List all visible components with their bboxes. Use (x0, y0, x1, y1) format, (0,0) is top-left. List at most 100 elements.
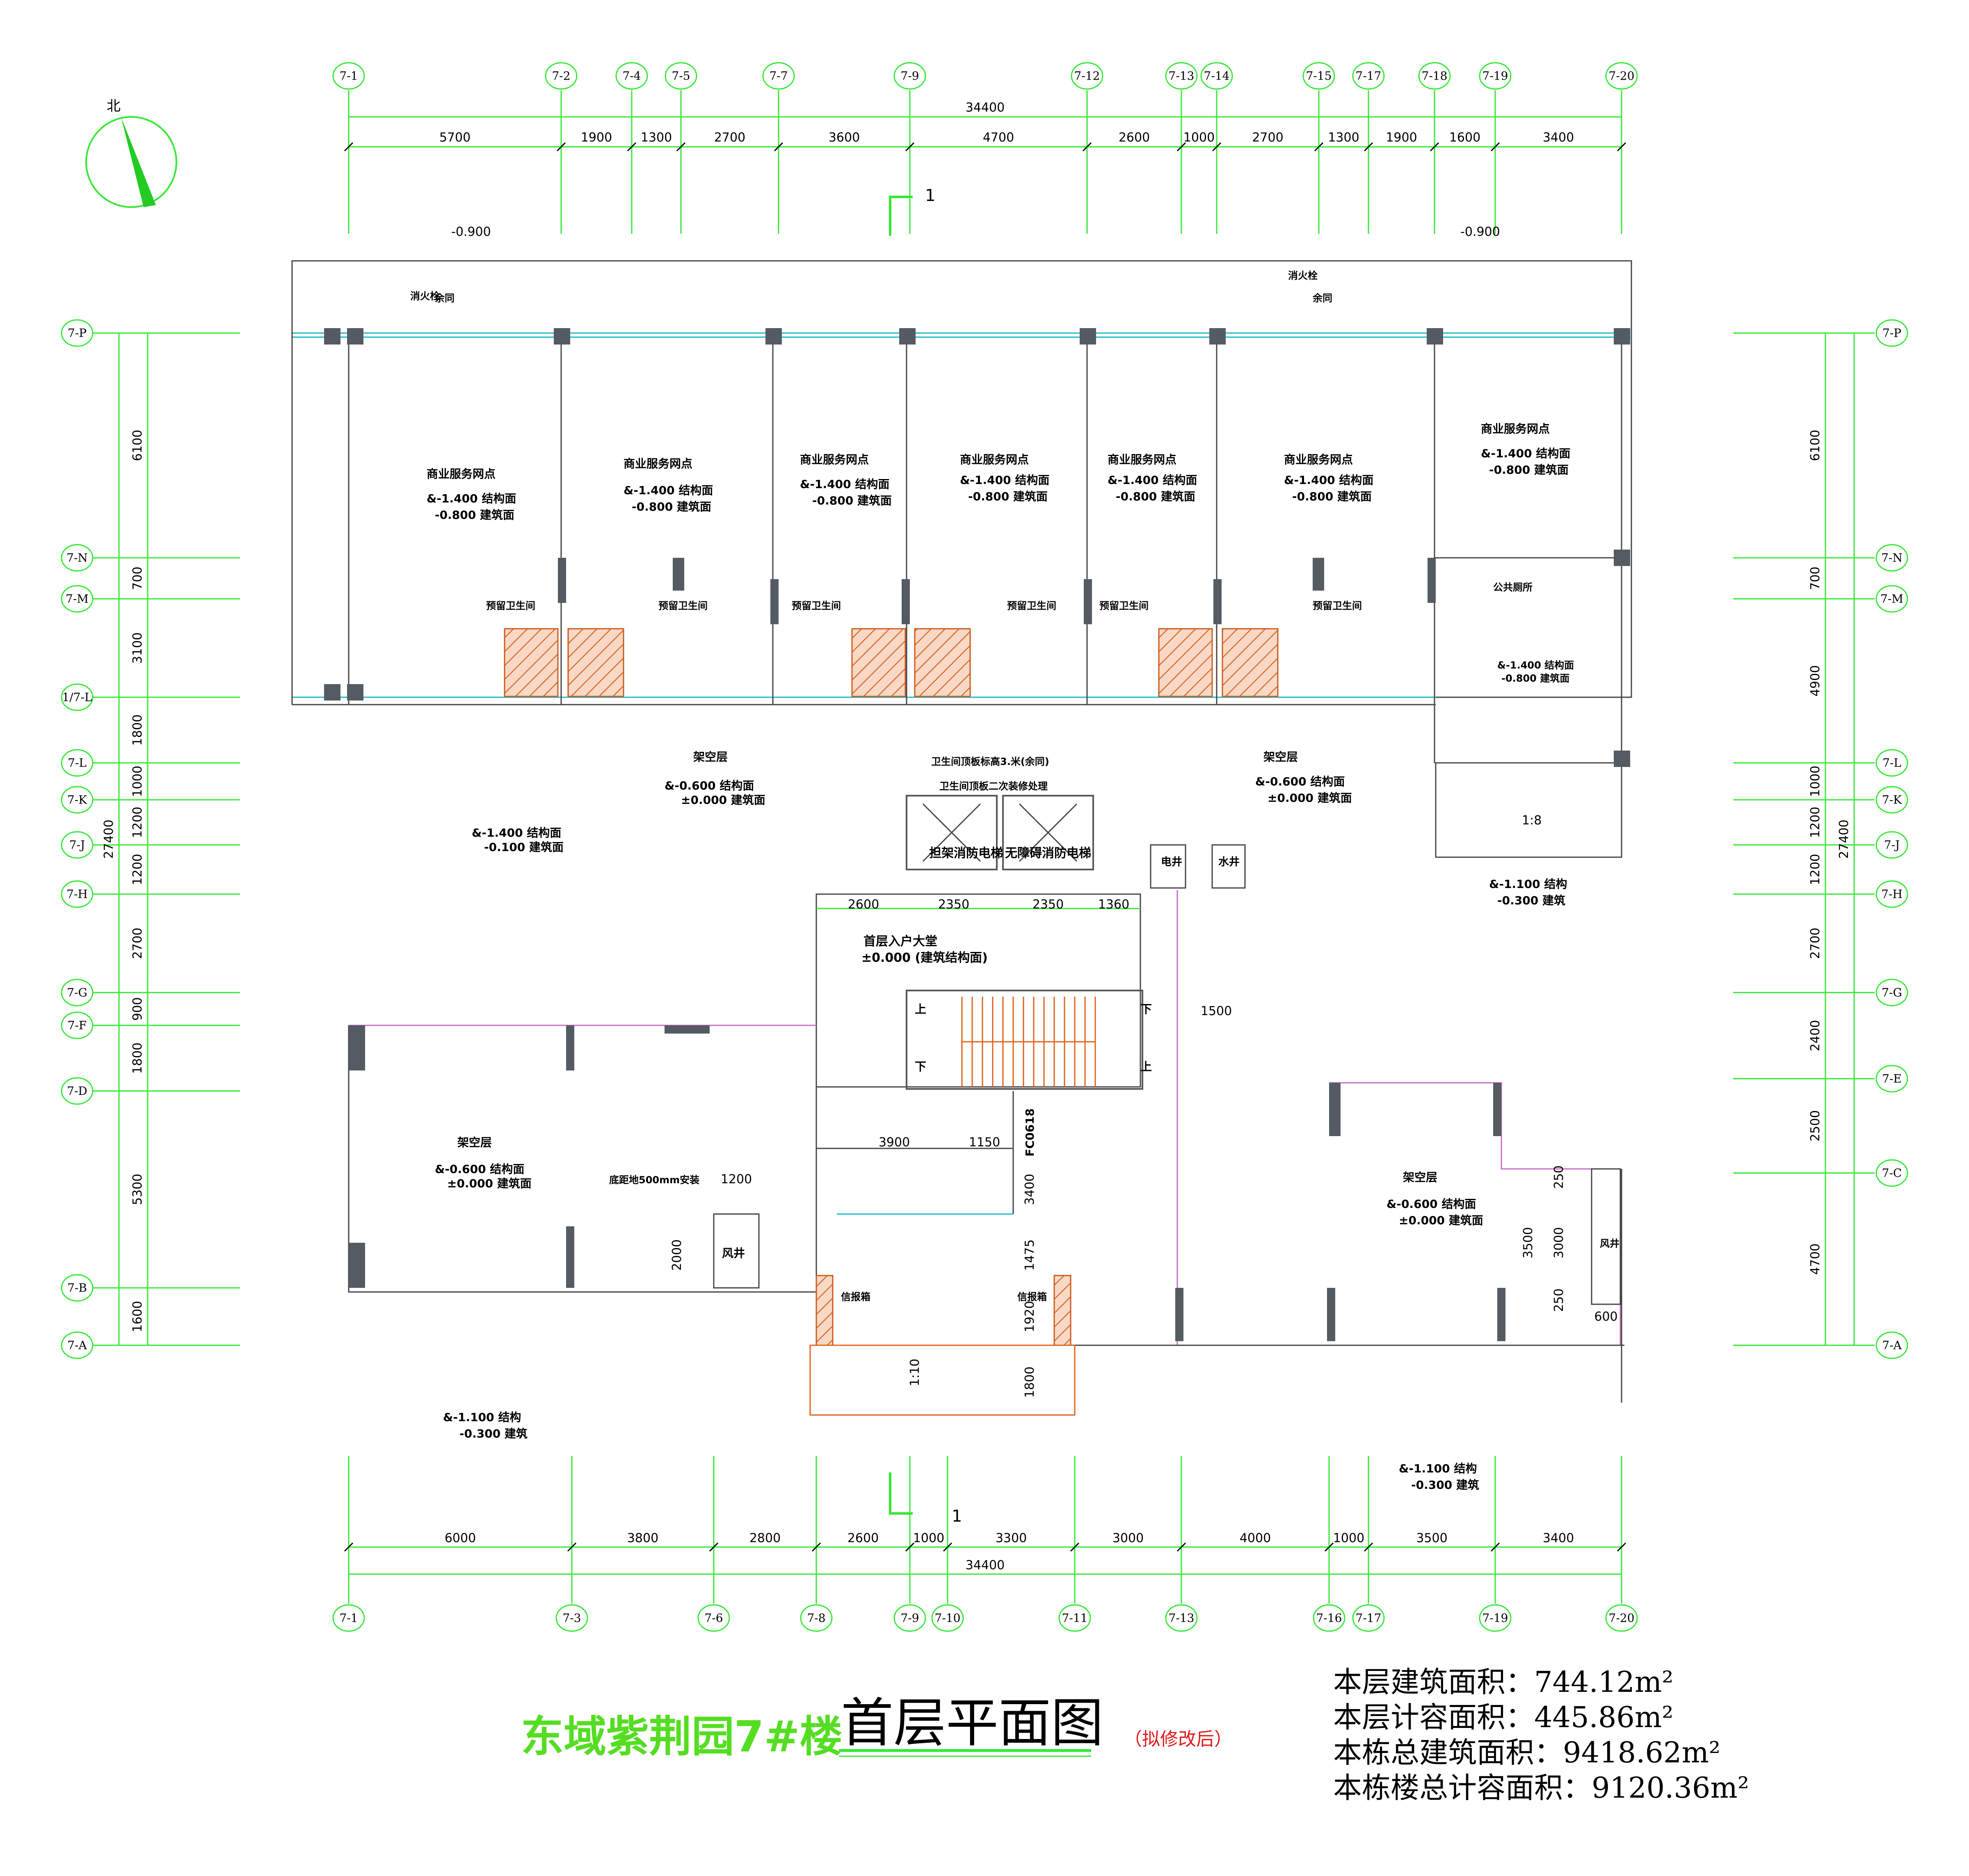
section-number-top: 1 (925, 186, 935, 205)
dim-lobby-1: 2600 (848, 897, 879, 912)
dim-top-segment: 2700 (1252, 130, 1283, 145)
elec-shaft-box (1150, 844, 1186, 889)
room-labels: 商业服务网点 &-1.400 结构面 -0.800 建筑面 商业服务网点 &-1… (410, 270, 1620, 1303)
axis-bubble-bottom-label: 7-19 (1482, 1611, 1508, 1625)
axis-bubble-right (1875, 1331, 1908, 1359)
dim-top-segment: 1000 (1183, 130, 1215, 145)
shop-struct: &-1.400 结构面 (1108, 473, 1197, 487)
dim-bottom-segment: 1000 (913, 1531, 944, 1545)
shop-struct: &-1.400 结构面 (427, 492, 516, 505)
axis-bubble-left-label: 7-D (67, 1084, 87, 1098)
axis-bubble-bottom-label: 7-8 (807, 1611, 825, 1625)
shop-arch: -0.800 建筑面 (1116, 490, 1195, 503)
area-stat-line: 本层计容面积：445.86m² (1333, 1700, 1673, 1734)
dim-right-segment: 2700 (1808, 928, 1823, 959)
axis-bubble-bottom-label: 7-3 (562, 1611, 581, 1625)
axis-bubble-top (1302, 62, 1335, 90)
fire-door-label: FC0618 (1023, 1108, 1037, 1157)
dim-left-segment: 1000 (130, 766, 145, 797)
column (347, 328, 363, 345)
column (1209, 328, 1226, 345)
axis-bubble-right (1875, 1159, 1908, 1187)
axis-bubble-top-label: 7-2 (552, 69, 570, 83)
mailbox-left (815, 1275, 834, 1346)
north-label: 北 (107, 98, 121, 114)
column (1614, 751, 1630, 767)
toilet-label: 预留卫生间 (792, 600, 841, 612)
wall-stub (558, 558, 566, 603)
shop-struct: &-1.400 结构面 (800, 477, 889, 491)
pilotis-struct: &-0.600 结构面 (435, 1162, 524, 1176)
axis-bubble-top-label: 7-14 (1204, 69, 1230, 83)
column (554, 328, 570, 345)
axis-bubble-bottom-label: 7-10 (935, 1611, 961, 1625)
dim-bottom-segment: 2800 (749, 1531, 781, 1545)
axis-bubble-bottom-label: 7-9 (900, 1611, 919, 1625)
public-toilet-struct: &-1.400 结构面 (1497, 660, 1574, 671)
wall-stub (349, 1243, 365, 1288)
elevator-cross (1019, 803, 1078, 862)
wall-stub (566, 1025, 574, 1070)
axis-bubble-right-label: 7-C (1882, 1166, 1902, 1180)
north-arrow: 北 (85, 98, 177, 208)
water-shaft-box (1211, 844, 1246, 889)
toilet-label: 预留卫生间 (1099, 600, 1149, 612)
elevator-2-label: 无障碍消防电梯 (1005, 846, 1091, 860)
axis-bubble-bottom (1605, 1604, 1638, 1632)
dim-top-segment: 1300 (641, 130, 672, 145)
dim-left-segment: 6100 (130, 430, 145, 461)
toilet-label: 预留卫生间 (486, 600, 535, 612)
axis-bubble-left-label: 7-A (67, 1339, 87, 1352)
axis-bubble-left-label: 7-B (67, 1281, 87, 1295)
axis-bubble-left-label: 7-N (66, 551, 88, 565)
axis-bubble-top-label: 7-17 (1356, 69, 1382, 83)
mailbox-right (1053, 1275, 1071, 1346)
axis-bubble-left (61, 1331, 94, 1359)
axis-bubble-top (893, 62, 926, 90)
stair-down-label-2: 下 (915, 1060, 926, 1073)
axis-bubble-left (61, 1011, 94, 1039)
dim-3900: 3900 (879, 1135, 910, 1150)
wall-stub (770, 579, 779, 624)
section-number-bottom: 1 (952, 1507, 962, 1526)
pilotis-label: 架空层 (1263, 750, 1298, 764)
outer-struct: &-1.100 结构 (1399, 1462, 1477, 1475)
inner-dimensions: 2600 2350 2350 1360 1500 3900 1150 1200 … (670, 897, 1618, 1398)
dim-1920: 1920 (1023, 1301, 1037, 1332)
wind-shaft-note: 底距地500mm安装 (609, 1174, 699, 1186)
axis-bubble-left (61, 786, 94, 814)
shop-arch: -0.800 建筑面 (968, 490, 1048, 503)
public-toilet-arch: -0.800 建筑面 (1501, 673, 1569, 684)
axis-bubble-top (545, 62, 578, 90)
pilotis-arch: ±0.000 建筑面 (1268, 791, 1352, 805)
dim-left-segment: 1800 (130, 1043, 145, 1074)
area-stat-line: 本层建筑面积：744.12m² (1333, 1665, 1673, 1699)
axis-bubble-right (1875, 880, 1908, 908)
toilet-note-1: 卫生间顶板标高3.米(余同) (931, 756, 1049, 767)
pilotis-arch: ±0.000 建筑面 (447, 1177, 532, 1190)
axis-bubble-left-label: 7-H (66, 888, 88, 901)
dim-right-segment: 6100 (1808, 430, 1823, 461)
north-arrow-icon (121, 117, 156, 207)
axis-bubble-right (1875, 319, 1908, 347)
column (765, 328, 782, 345)
axis-bubble-top-label: 7-9 (900, 69, 919, 83)
dim-bottom-segment: 3000 (1112, 1531, 1144, 1545)
axis-bubble-right-label: 7-K (1882, 793, 1902, 807)
ramp-1-8-outline (1435, 762, 1622, 858)
axis-bubble-top (665, 62, 697, 90)
axis-bubble-bottom (800, 1604, 833, 1632)
axis-bubble-right (1875, 544, 1908, 572)
outer-arch: -0.300 建筑 (1497, 894, 1565, 907)
axis-bubble-top-label: 7-12 (1074, 69, 1100, 83)
axis-bubble-top (1071, 62, 1103, 90)
hydrant-same-label: 余同 (1312, 292, 1332, 304)
wall-stub (1313, 558, 1324, 591)
pilotis-label: 架空层 (693, 750, 728, 764)
level-marks: -0.900 -0.900 &-1.400 结构面 -0.100 建筑面 &-1… (443, 225, 1567, 1492)
axis-bubble-bottom (697, 1604, 730, 1632)
axis-bubble-right (1875, 749, 1908, 777)
dim-top-segment: 2600 (1119, 130, 1150, 145)
dim-bottom-total: 34400 (966, 1558, 1005, 1572)
column (347, 684, 363, 701)
